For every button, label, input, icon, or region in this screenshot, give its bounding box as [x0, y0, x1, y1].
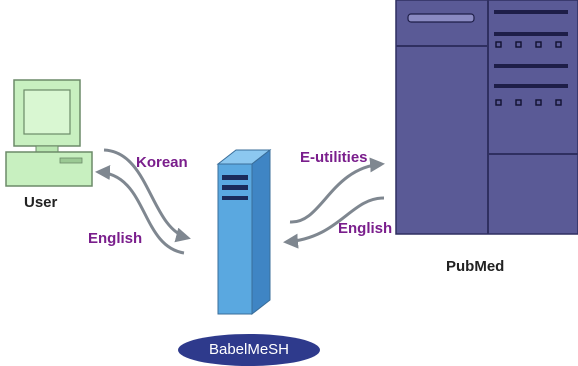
arrow-pubmed-to-server — [283, 196, 385, 249]
database-building-icon — [395, 0, 578, 235]
korean-label: Korean — [136, 154, 188, 171]
english-right-label: English — [338, 220, 393, 237]
english-left-label: English — [88, 230, 143, 247]
computer-icon — [5, 79, 93, 187]
user-label: User — [24, 194, 58, 211]
pubmed-label: PubMed — [446, 258, 505, 275]
arrow-server-to-pubmed — [289, 157, 385, 224]
server-icon — [216, 148, 272, 316]
babelmesh-badge: BabelMeSH — [178, 334, 320, 366]
arrow-server-to-user — [95, 165, 185, 255]
arrow-user-to-server — [103, 148, 191, 243]
eutilities-label: E-utilities — [300, 149, 368, 166]
